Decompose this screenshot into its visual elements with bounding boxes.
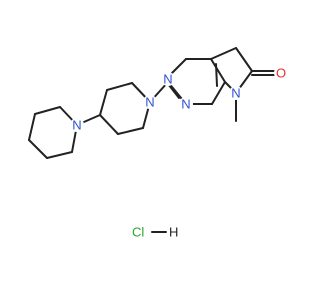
bond (235, 47, 253, 72)
bond (99, 89, 108, 116)
label-backdrop (143, 95, 157, 109)
label-backdrop (179, 97, 193, 111)
atom-labels: N N N N N O Cl H (70, 66, 288, 240)
hydrogen-label: H (169, 225, 178, 240)
nitrogen-label: N (231, 86, 240, 101)
bond (99, 114, 119, 135)
bond (46, 151, 73, 159)
bond-layer (28, 47, 279, 233)
bond (117, 127, 144, 135)
label-backdrop (70, 118, 84, 132)
nitrogen-label: N (145, 95, 154, 110)
bond (28, 113, 36, 141)
label-backdrop (274, 66, 288, 80)
bond (28, 139, 48, 159)
nitrogen-label: N (163, 72, 172, 87)
molecule-diagram: N N N N N O Cl H (28, 47, 288, 240)
bond (215, 63, 218, 87)
nitrogen-label: N (72, 118, 81, 133)
nitrogen-label: N (181, 97, 190, 112)
label-backdrop (229, 86, 243, 100)
bond (106, 82, 133, 91)
bond (210, 47, 237, 60)
bond (34, 106, 61, 115)
oxygen-label: O (276, 66, 286, 81)
bond (211, 81, 226, 105)
bond (210, 58, 226, 83)
label-backdrop (161, 72, 175, 86)
chlorine-label: Cl (132, 225, 144, 240)
